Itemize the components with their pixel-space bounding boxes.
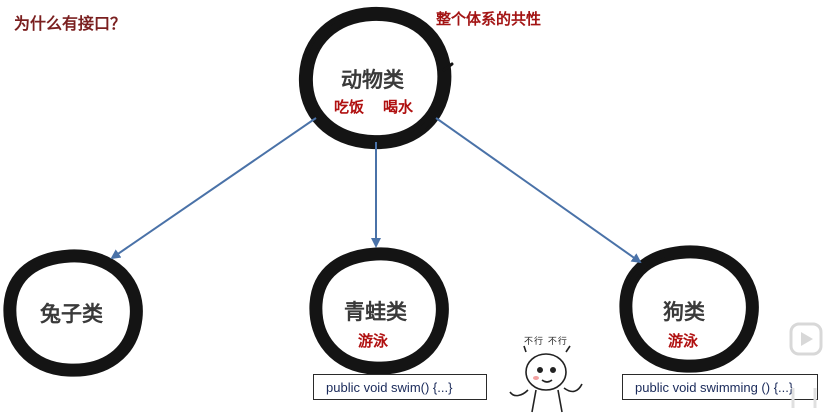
commonality-note: 整个体系的共性 <box>436 10 542 28</box>
arrow-to-dog <box>435 117 642 264</box>
parent-node-name: 动物类 <box>341 68 404 92</box>
frog-node-name: 青蛙类 <box>344 300 407 324</box>
video-play-watermark-icon <box>789 322 823 408</box>
rabbit-ink-circle <box>3 249 143 377</box>
parent-trait-eat: 吃饭 <box>334 98 365 116</box>
parent-ink-circle <box>298 6 454 150</box>
frog-code-box: public void swim() {...} <box>313 374 487 400</box>
arrow-to-rabbit <box>110 117 317 260</box>
frog-trait-swim: 游泳 <box>358 332 389 350</box>
frog-method-signature: public void swim() {...} <box>326 379 453 395</box>
dog-method-signature: public void swimming () {...} <box>635 379 794 395</box>
sticker-caption: 不行 不行 <box>524 337 568 347</box>
parent-trait-drink: 喝水 <box>383 98 414 116</box>
dog-node-name: 狗类 <box>663 300 705 324</box>
rabbit-node-name: 兔子类 <box>40 302 103 326</box>
page-title: 为什么有接口？ <box>14 14 127 33</box>
cartoon-sticker-icon <box>509 345 583 413</box>
dog-code-box: public void swimming () {...} <box>622 374 818 400</box>
dog-trait-swim: 游泳 <box>668 332 699 350</box>
frog-ink-circle <box>309 247 449 375</box>
dog-ink-circle <box>619 245 759 373</box>
